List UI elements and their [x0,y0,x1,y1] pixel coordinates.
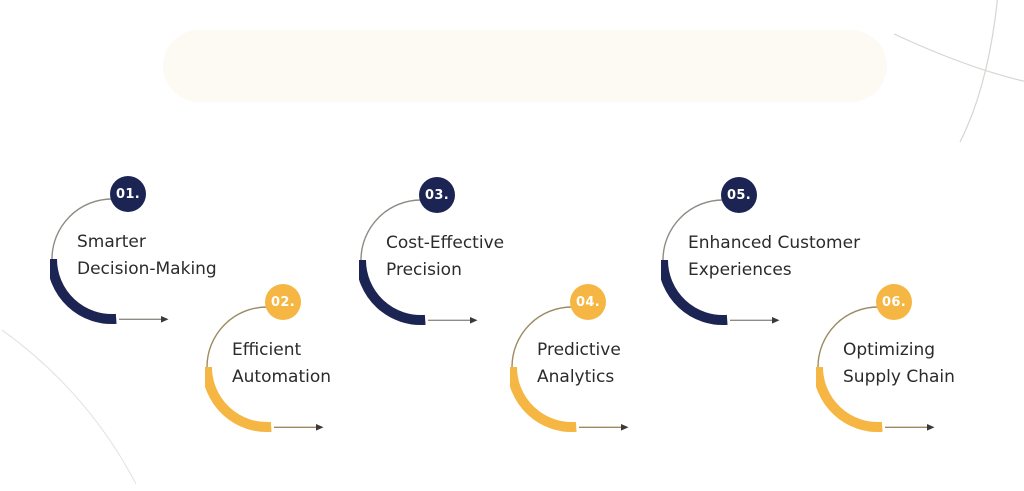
step-06: 06. Optimizing Supply Chain [816,275,1024,455]
curve-connector [662,199,724,261]
step-label-line: Experiences [688,260,792,280]
step-number-badge: 06. [876,284,912,320]
arrow-head-icon [927,424,935,431]
step-02-connector-graphic [205,306,324,433]
step-label-line: Precision [386,260,462,280]
step-06-connector-graphic [816,306,935,433]
decor-curve-top-right-horizontal [893,33,1024,82]
curve-connector [360,199,422,261]
step-label: Optimizing Supply Chain [843,337,955,391]
decor-curve-top-right-vertical [959,0,998,143]
progress-arc [661,259,728,326]
step-number-badge: 01. [110,176,146,212]
curve-connector [511,306,573,368]
step-05-connector-graphic [661,199,780,326]
curve-connector [817,306,879,368]
step-label: Enhanced Customer Experiences [688,230,860,284]
progress-arc [816,366,883,433]
step-label-line: Automation [232,367,332,387]
step-05: 05. Enhanced Customer Experiences [661,168,871,348]
step-02: 02. Efficient Automation [205,275,415,455]
step-04-connector-graphic [510,306,629,433]
step-label-line: Optimizing [843,340,936,360]
step-label-line: Efficient [232,340,302,360]
step-label-line: Analytics [537,367,615,387]
decor-curve-bottom-left [1,329,137,485]
progress-arc [50,258,117,325]
step-label: Efficient Automation [232,337,331,391]
step-label-line: Enhanced Customer [688,233,861,253]
progress-arc [205,366,272,433]
step-label-line: Cost-Effective [386,233,505,253]
step-01-connector-graphic [50,198,169,325]
step-03: 03. Cost-Effective Precision [359,168,569,348]
step-number-badge: 05. [721,177,757,213]
progress-arc [359,259,426,326]
step-label-line: Smarter [77,232,146,252]
step-04: 04. Predictive Analytics [510,275,720,455]
arrow-head-icon [161,316,169,323]
arrow-head-icon [621,424,629,431]
arrow-head-icon [316,424,324,431]
step-number-badge: 02. [265,284,301,320]
arrow-head-icon [470,317,478,324]
step-03-connector-graphic [359,199,478,326]
step-number-badge: 03. [419,177,455,213]
step-number-badge: 04. [570,284,606,320]
curve-connector [51,198,113,260]
erased-title-banner [163,30,887,102]
progress-arc [510,366,577,433]
curve-connector [206,306,268,368]
step-label: Cost-Effective Precision [386,230,504,284]
step-label: Predictive Analytics [537,337,621,391]
step-label: Smarter Decision-Making [77,229,217,283]
arrow-head-icon [772,317,780,324]
step-01: 01. Smarter Decision-Making [50,167,260,347]
step-label-line: Supply Chain [843,367,955,387]
step-label-line: Decision-Making [77,259,217,279]
step-label-line: Predictive [537,340,621,360]
